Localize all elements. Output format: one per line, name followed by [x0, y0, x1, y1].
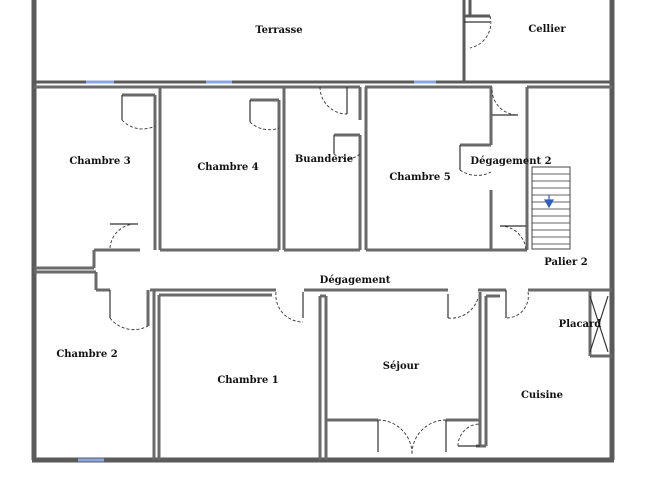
room-label-cuisine: Cuisine: [521, 390, 563, 401]
staircase: [531, 166, 571, 250]
room-labels: Terrasse Cellier Chambre 3 Chambre 4 Bua…: [56, 24, 601, 401]
room-label-palier-2: Palier 2: [544, 257, 587, 268]
room-label-chambre-1: Chambre 1: [217, 375, 278, 386]
room-label-cellier: Cellier: [528, 24, 566, 35]
room-label-sejour: Séjour: [383, 361, 420, 372]
lower-row-walls: [34, 270, 612, 460]
room-label-degagement-2: Dégagement 2: [470, 156, 551, 167]
room-label-chambre-3: Chambre 3: [69, 156, 130, 167]
room-label-chambre-4: Chambre 4: [197, 162, 258, 173]
outer-walls: [31, 0, 615, 463]
room-label-placard: Placard: [559, 319, 602, 330]
upper-walls: [34, 0, 612, 84]
bedroom-row-walls: [34, 85, 612, 270]
room-label-terrasse: Terrasse: [255, 25, 302, 36]
room-label-chambre-5: Chambre 5: [389, 172, 450, 183]
windows: [78, 80, 436, 462]
room-label-degagement: Dégagement: [320, 275, 391, 286]
room-label-chambre-2: Chambre 2: [56, 349, 117, 360]
room-label-buanderie: Buanderie: [295, 154, 353, 165]
doors: [109, 15, 609, 455]
